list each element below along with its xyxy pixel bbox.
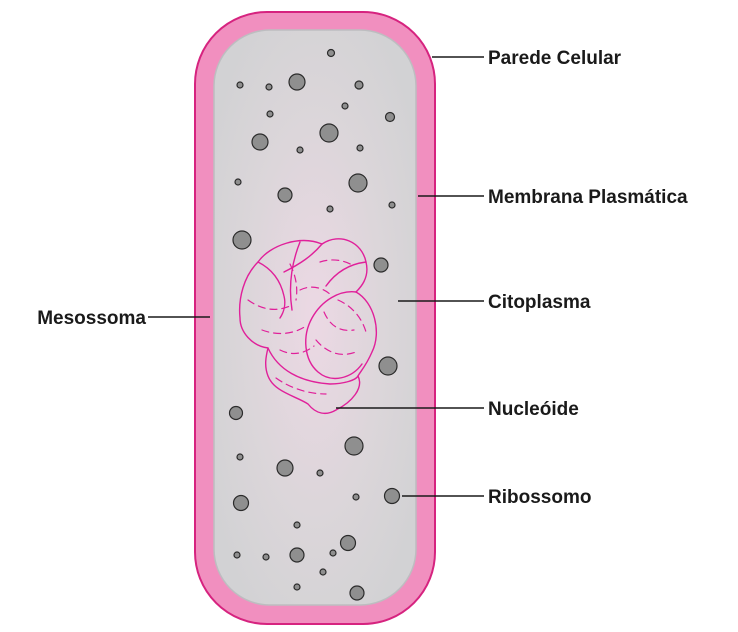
ribosome-granule [341,536,356,551]
nucleoid-label: Nucleóide [488,399,579,420]
ribosome-granule [234,496,249,511]
ribosome-granule [266,84,272,90]
ribosome-granule [294,522,300,528]
ribosome-granule [379,357,397,375]
ribosome-granule [237,82,243,88]
ribosome-granule [237,454,243,460]
ribosome-granule [355,81,363,89]
ribosome-granule [353,494,359,500]
ribosome-granule [349,174,367,192]
ribosome-granule [342,103,348,109]
ribosome-granule [230,407,243,420]
ribosome-granule [327,206,333,212]
cytoplasm-label: Citoplasma [488,292,591,313]
ribosome-granule [297,147,303,153]
ribosome-granule [385,489,400,504]
ribosome-granule [320,124,338,142]
ribosome-granule [263,554,269,560]
ribosome-granule [234,552,240,558]
ribosome-granule [345,437,363,455]
plasma-membrane-label: Membrana Plasmática [488,187,688,208]
ribosome-granule [294,584,300,590]
ribosome-granule [350,586,364,600]
ribosome-granule [374,258,388,272]
mesosome-label: Mesossoma [37,308,146,329]
ribosome-granule [290,548,304,562]
ribosome-granule [328,50,335,57]
ribosome-granule [235,179,241,185]
ribosome-granule [277,460,293,476]
ribosome-granule [330,550,336,556]
ribosome-granule [289,74,305,90]
ribosome-granule [386,113,395,122]
ribosome-granule [317,470,323,476]
ribosome-granule [278,188,292,202]
ribosome-granule [267,111,273,117]
ribosome-label: Ribossomo [488,487,591,508]
cell-wall-label: Parede Celular [488,48,622,69]
ribosome-granule [389,202,395,208]
ribosome-granule [320,569,326,575]
ribosome-granule [357,145,363,151]
ribosome-granule [252,134,268,150]
ribosome-granule [233,231,251,249]
